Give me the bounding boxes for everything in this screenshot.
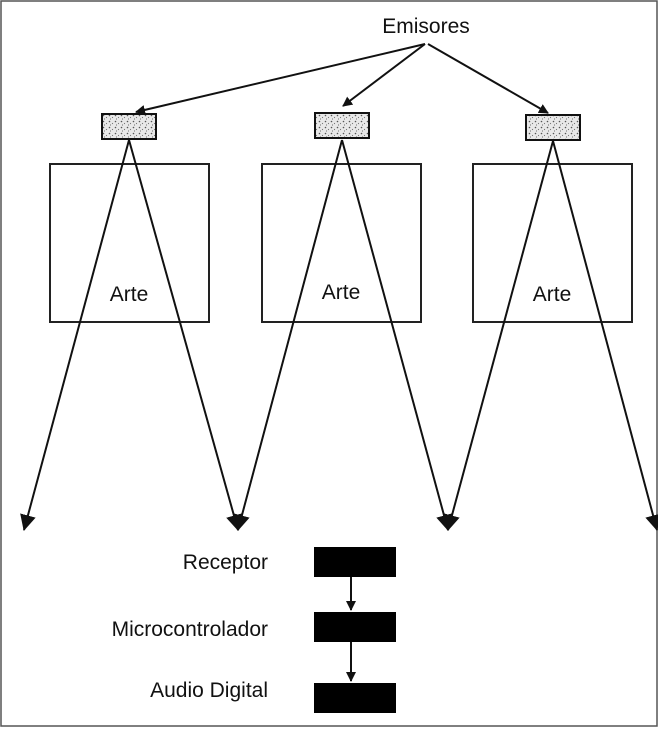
art-panel-1 [49, 163, 210, 323]
microcontroller-block [314, 612, 396, 642]
art-label-bg-3 [520, 275, 584, 311]
art-label-bg-2 [309, 273, 373, 309]
feed-arrow-left [135, 43, 426, 115]
art-label-2: Arte [322, 281, 361, 304]
beams [20, 139, 658, 531]
emitters-label: Emisores [382, 15, 470, 38]
beam-2-right [341, 139, 452, 531]
beam-1-left [20, 139, 130, 531]
processing-chain [314, 547, 396, 713]
microcontroller-label: Microcontrolador [112, 618, 268, 641]
feed-arrow-middle [342, 43, 426, 107]
art-label-1: Arte [110, 283, 149, 306]
emitter-2 [314, 112, 370, 139]
art-label-bg-1 [97, 275, 161, 311]
receptor-block [314, 547, 396, 577]
beam-2-left [234, 139, 343, 531]
emitter-feed-arrows [135, 43, 549, 115]
emitter-1 [101, 113, 157, 140]
beam-3-right [552, 140, 658, 531]
beam-1-right [128, 139, 242, 531]
art-panels [49, 163, 633, 323]
feed-arrow-right [427, 43, 549, 114]
stage-labels: Receptor Microcontrolador Audio Digital [112, 551, 268, 702]
emitters [101, 112, 581, 141]
receptor-label: Receptor [183, 551, 268, 574]
emitter-3 [525, 114, 581, 141]
beam-3-left [444, 140, 554, 531]
art-panel-3 [472, 163, 633, 323]
art-labels: Arte Arte Arte [97, 273, 584, 311]
audio-block [314, 683, 396, 713]
art-label-3: Arte [533, 283, 572, 306]
art-panel-2 [261, 163, 422, 323]
audio-label: Audio Digital [150, 679, 268, 702]
